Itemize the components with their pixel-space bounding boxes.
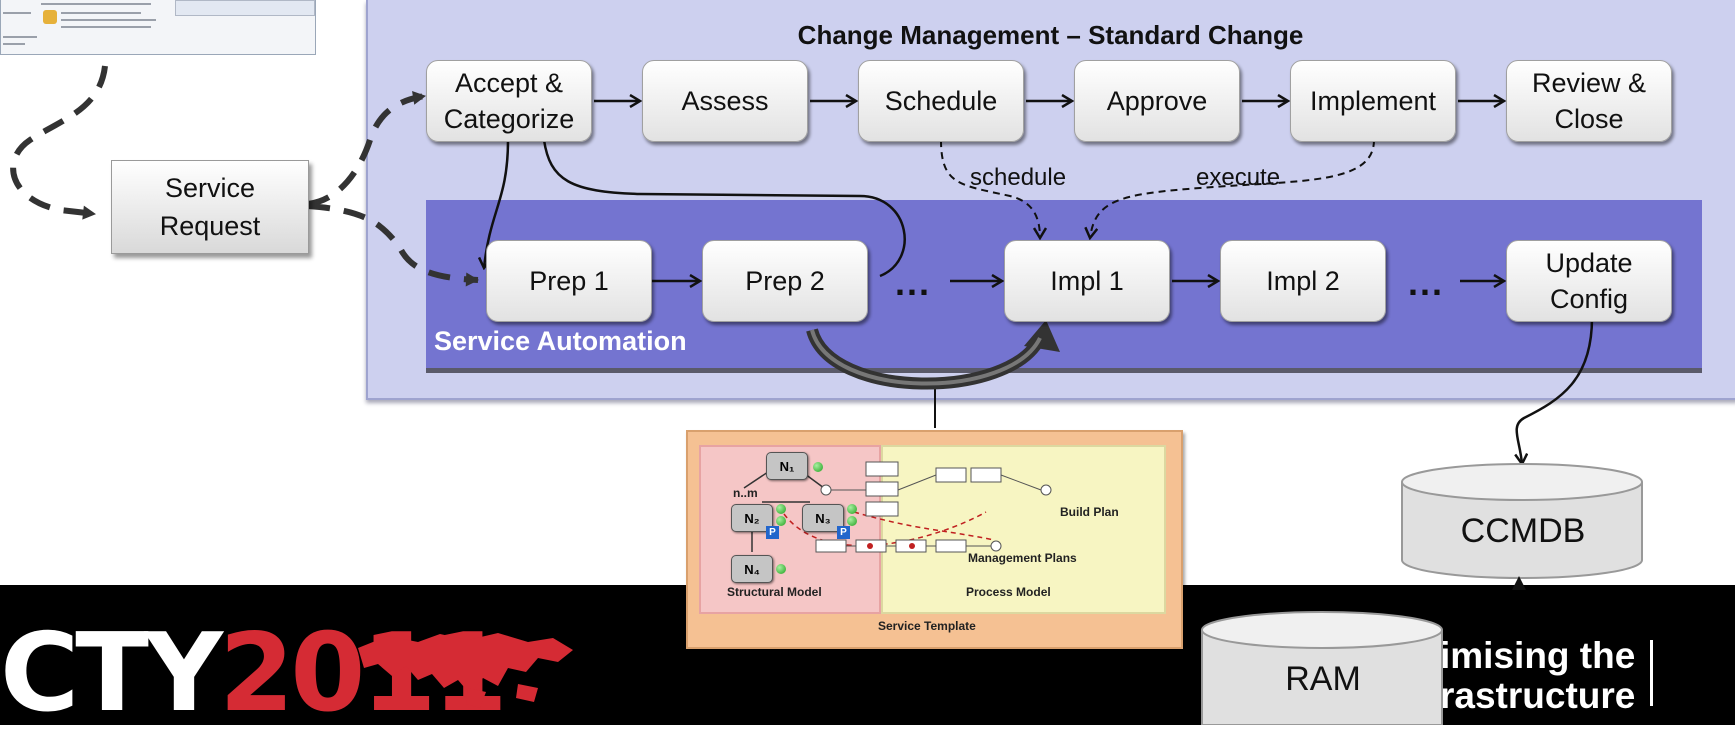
service-template-label: Service Template <box>878 619 976 633</box>
ccmdb-up-arrow <box>1512 576 1526 590</box>
tagline-line2: rastructure <box>1440 675 1636 716</box>
node-n1-port <box>813 462 823 472</box>
logo-text-white: CTY <box>0 611 223 736</box>
step-review-close: Review & Close <box>1506 60 1672 142</box>
node-n1: N₁ <box>766 452 808 480</box>
node-n4-port <box>776 564 786 574</box>
step-impl-1: Impl 1 <box>1004 240 1170 322</box>
node-n2-badge: P <box>766 526 779 539</box>
service-automation-label: Service Automation <box>434 326 687 356</box>
structural-model-label: Structural Model <box>727 585 822 599</box>
ccmdb-label: CCMDB <box>1460 512 1586 550</box>
template-connectors <box>743 459 1052 553</box>
tagline-line1: imising the <box>1440 635 1636 676</box>
node-n2-port-1 <box>776 504 786 514</box>
edge-label-execute: execute <box>1196 164 1281 191</box>
step-implement: Implement <box>1290 60 1456 142</box>
step-impl-2: Impl 2 <box>1220 240 1386 322</box>
node-n3-port-1 <box>847 504 857 514</box>
step-accept-categorize: Accept & Categorize <box>426 60 592 142</box>
step-prep-2: Prep 2 <box>702 240 868 322</box>
world-map-graphic <box>358 633 573 708</box>
service-request-box: Service Request <box>111 160 309 254</box>
step-schedule: Schedule <box>858 60 1024 142</box>
tagline-divider <box>1650 640 1653 706</box>
step-assess: Assess <box>642 60 808 142</box>
process-model-label: Process Model <box>966 585 1051 599</box>
ccmdb-cylinder <box>1401 463 1643 579</box>
banner-tagline: imising the rastructure <box>1440 636 1635 716</box>
edge-label-schedule: schedule <box>970 164 1067 191</box>
ram-cylinder <box>1201 611 1443 725</box>
node-n3-port-2 <box>847 516 857 526</box>
ellipsis-1: ... <box>895 262 932 303</box>
step-update-config: Update Config <box>1506 240 1672 322</box>
multiplicity-label: n..m <box>733 486 758 500</box>
management-plans-label: Management Plans <box>968 551 1077 565</box>
ram-label: RAM <box>1285 660 1361 698</box>
node-n3-badge: P <box>837 526 850 539</box>
panel-title: Change Management – Standard Change <box>797 20 1304 50</box>
step-prep-1: Prep 1 <box>486 240 652 322</box>
node-n2-port-2 <box>776 516 786 526</box>
node-n4: N₄ <box>731 555 773 583</box>
step-approve: Approve <box>1074 60 1240 142</box>
ellipsis-2: ... <box>1408 262 1445 303</box>
embedded-screenshot-thumbnail <box>0 0 316 55</box>
build-plan-label: Build Plan <box>1060 505 1119 519</box>
